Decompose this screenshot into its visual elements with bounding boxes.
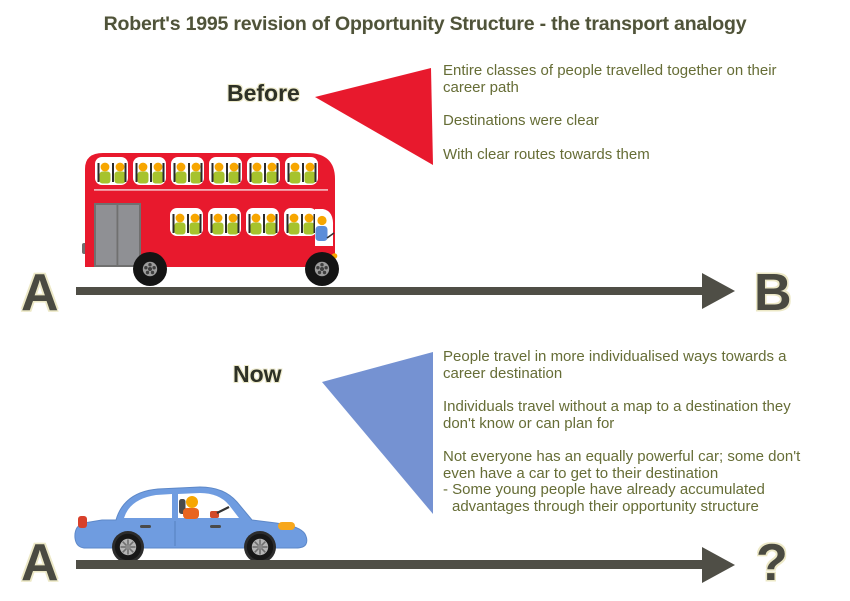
now-point: Individuals travel without a map to a de… [443,398,791,432]
before-label: Before [227,80,300,106]
now-notes: People travel in more individualised way… [443,348,803,515]
now-route-arrowhead [702,547,735,583]
before-point: Destinations were clear [443,112,599,129]
before-point: Entire classes of people travelled toget… [443,62,777,96]
before-point: With clear routes towards them [443,145,650,163]
now-callout-triangle [322,352,433,514]
now-sub-point: - Some young people have already accumul… [443,481,765,515]
page-title: Robert's 1995 revision of Opportunity St… [103,13,747,35]
now-point: Not everyone has an equally powerful car… [443,448,801,482]
now-start-label: A [21,534,59,592]
double-decker-bus-icon [82,153,339,286]
before-notes: Entire classes of people travelled toget… [443,62,803,163]
before-end-label: B [754,264,792,322]
before-start-label: A [21,264,59,322]
now-route-line [76,560,703,569]
before-route-arrowhead [702,273,735,309]
before-callout-triangle [315,68,433,165]
now-label: Now [233,361,282,387]
before-route-line [76,287,703,295]
now-end-label: ? [756,534,788,592]
car-icon [74,486,308,564]
now-point: People travel in more individualised way… [443,348,787,382]
